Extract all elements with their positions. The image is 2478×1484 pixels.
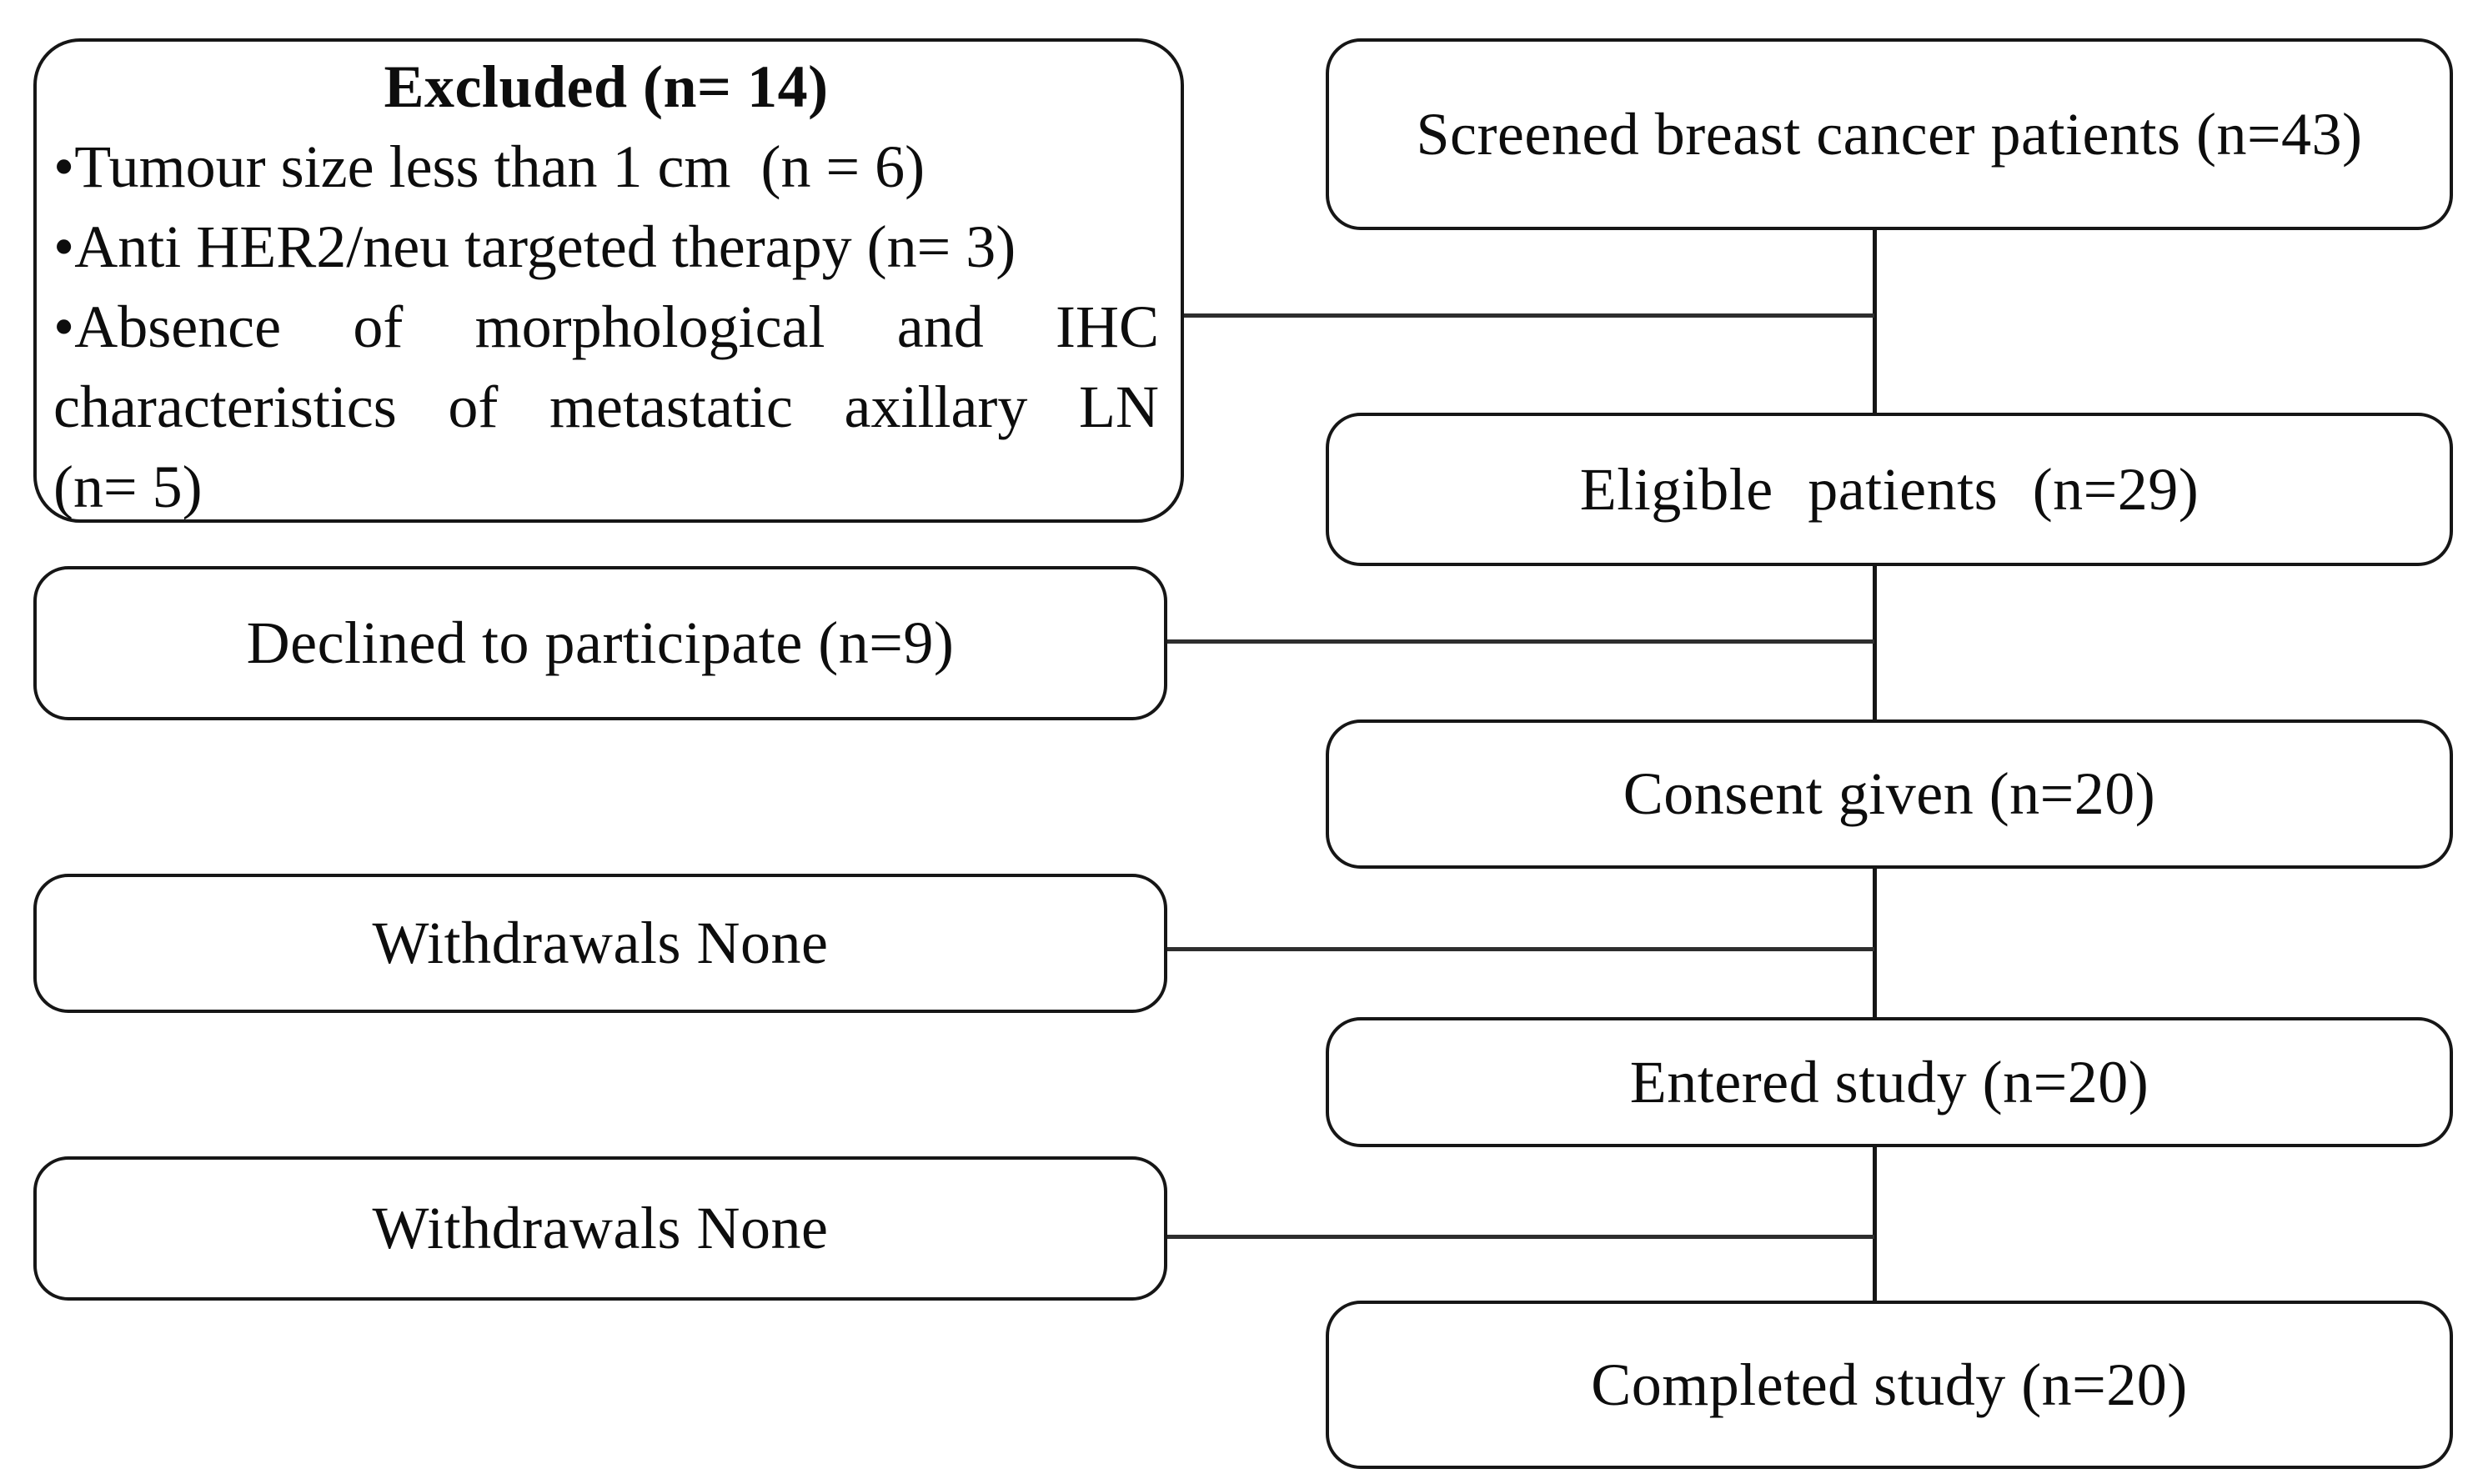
consent-given-label: Consent given (n=20) — [1623, 760, 2156, 827]
completed-study-label: Completed study (n=20) — [1591, 1351, 2188, 1418]
entered-study-box: Entered study (n=20) — [1326, 1017, 2453, 1147]
withdrawals-label-1: Withdrawals None — [372, 910, 829, 976]
completed-study-box: Completed study (n=20) — [1326, 1301, 2453, 1469]
consent-given-box: Consent given (n=20) — [1326, 719, 2453, 869]
connector-withdrawals-1-to-main-line — [1162, 947, 1874, 951]
screened-patients-box: Screened breast cancer patients (n=43) — [1326, 38, 2453, 230]
declined-to-participate-label: Declined to participate (n=9) — [246, 609, 955, 676]
entered-study-label: Entered study (n=20) — [1629, 1048, 2149, 1116]
withdrawals-label-2: Withdrawals None — [372, 1195, 829, 1261]
withdrawals-box-2: Withdrawals None — [33, 1156, 1167, 1301]
withdrawals-box-1: Withdrawals None — [33, 874, 1167, 1013]
excluded-bullet-tumour-size: •Tumour size less than 1 cm (n = 6) — [53, 133, 925, 200]
declined-to-participate-box: Declined to participate (n=9) — [33, 566, 1167, 720]
excluded-box: Excluded (n= 14) •Tumour size less than … — [33, 38, 1184, 523]
connector-declined-to-main-line — [1162, 639, 1874, 644]
excluded-box-title: Excluded (n= 14) — [384, 53, 829, 120]
screened-patients-label: Screened breast cancer patients (n=43) — [1416, 100, 2363, 168]
connector-withdrawals-2-to-main-line — [1162, 1235, 1874, 1239]
connector-excluded-to-main-line — [1179, 313, 1874, 318]
excluded-bullet-absence-line-1: •Absence of morphological and IHC — [53, 293, 1159, 360]
excluded-bullet-absence-line-2: characteristics of metastatic axillary L… — [53, 374, 1159, 440]
eligible-patients-label: Eligible patients (n=29) — [1579, 455, 2200, 523]
eligible-patients-box: Eligible patients (n=29) — [1326, 413, 2453, 566]
excluded-bullet-anti-her2: •Anti HER2/neu targeted therapy (n= 3) — [53, 213, 1016, 280]
excluded-bullet-absence-line-3: (n= 5) — [53, 454, 203, 520]
